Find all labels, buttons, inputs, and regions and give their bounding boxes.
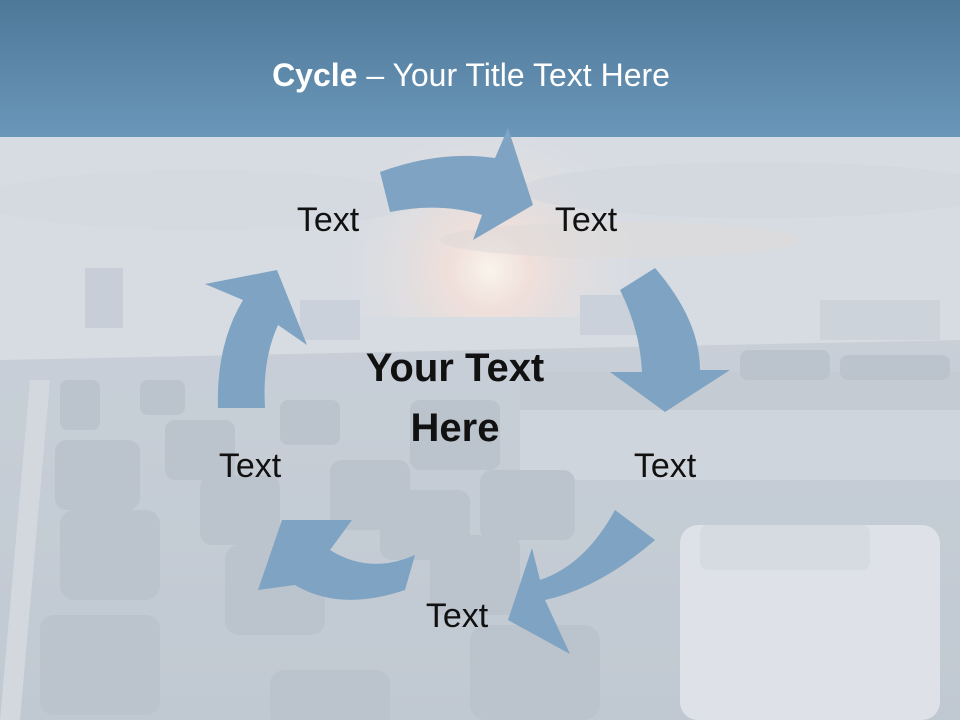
title-bold-part: Cycle xyxy=(272,57,358,93)
cycle-item-label[interactable]: Text xyxy=(296,201,360,239)
cycle-item-label[interactable]: Text xyxy=(218,447,282,485)
curved-arrow-icon[interactable] xyxy=(610,268,730,412)
curved-arrow-icon[interactable] xyxy=(380,128,533,240)
curved-arrow-icon[interactable] xyxy=(508,510,655,654)
cycle-item-label[interactable]: Text xyxy=(554,201,618,239)
curved-arrow-icon[interactable] xyxy=(258,520,415,600)
slide-title[interactable]: Cycle – Your Title Text Here xyxy=(0,52,942,98)
cycle-item-label[interactable]: Text xyxy=(425,597,489,635)
center-text[interactable]: Your Text Here xyxy=(365,346,545,450)
title-band xyxy=(0,0,960,137)
curved-arrow-icon[interactable] xyxy=(205,270,307,408)
cycle-item-label[interactable]: Text xyxy=(633,447,697,485)
title-rest-part: – Your Title Text Here xyxy=(357,57,670,93)
